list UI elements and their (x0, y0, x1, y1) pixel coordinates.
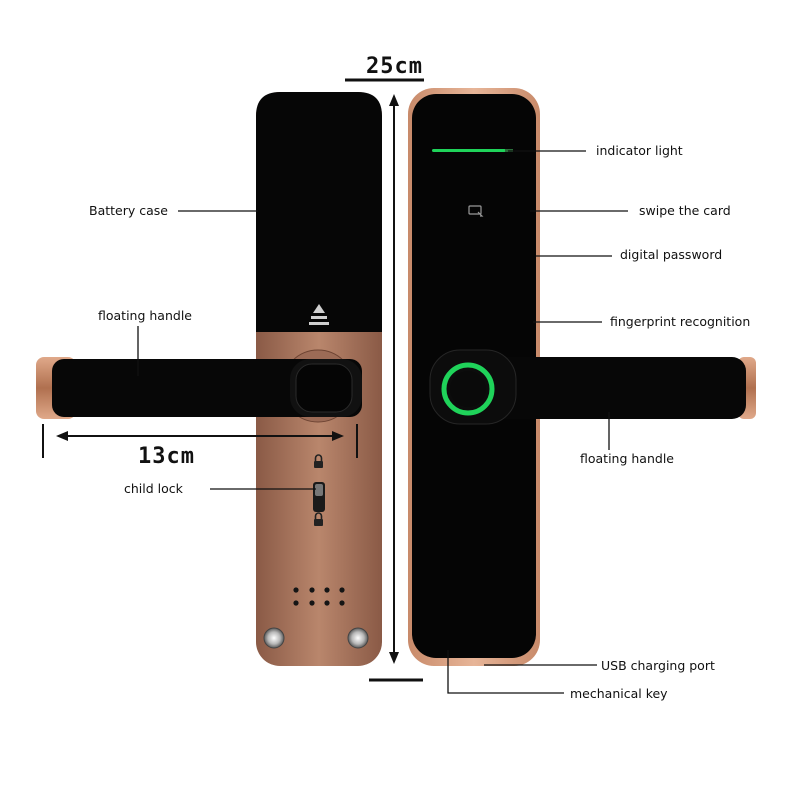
screw-left-icon (263, 627, 285, 649)
fingerprint-icon (450, 371, 486, 407)
label-child-lock: child lock (124, 481, 183, 496)
label-digital-password: digital password (620, 247, 723, 262)
indicator-light (432, 149, 506, 152)
label-fingerprint: fingerprint recognition (610, 314, 751, 329)
speaker-grille (293, 587, 345, 606)
fingerprint-sensor[interactable] (441, 362, 495, 416)
leader-lines (137, 150, 628, 694)
height-dimension-label: 25cm (366, 54, 423, 79)
battery-slide-arrow-icon (309, 304, 329, 325)
back-panel (36, 92, 382, 666)
front-panel (408, 88, 756, 666)
label-swipe-card: swipe the card (639, 203, 731, 218)
height-dimension (345, 78, 424, 682)
battery-case-cover (256, 92, 382, 332)
label-indicator-light: indicator light (596, 143, 683, 158)
floating-handle-left[interactable] (36, 357, 362, 419)
label-floating-handle-left: floating handle (98, 308, 192, 323)
handle-length-dimension (42, 424, 358, 458)
label-mechanical-key: mechanical key (570, 686, 668, 701)
lock-closed-icon (314, 454, 323, 468)
leader-mechanical-key (447, 650, 564, 694)
child-lock-switch[interactable] (313, 482, 325, 512)
screw-right-icon (347, 627, 369, 649)
label-floating-handle-right: floating handle (580, 451, 674, 466)
label-usb-port: USB charging port (601, 658, 715, 673)
handle-length-dimension-label: 13cm (138, 444, 195, 469)
label-battery-case: Battery case (89, 203, 168, 218)
lock-open-icon (314, 512, 323, 526)
card-reader-icon (468, 205, 484, 217)
